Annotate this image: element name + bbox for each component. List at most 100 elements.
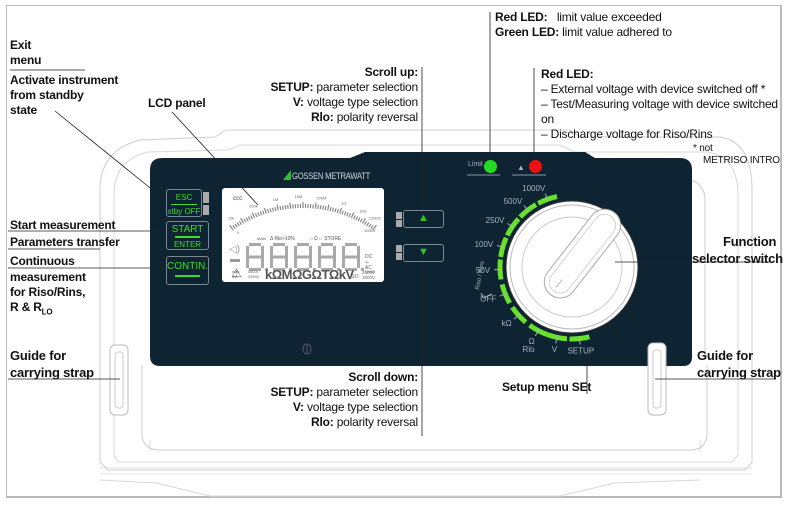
digit-segment	[321, 243, 333, 246]
scroll-down-button[interactable]: ▼	[403, 244, 444, 262]
scale-label: 10M	[295, 194, 303, 199]
scale-tick	[322, 205, 325, 210]
lcd-units: kΩMΩGΩTΩkV	[265, 267, 355, 282]
scale-label: 1G	[341, 200, 346, 205]
svg-text:Riso / Rins: Riso / Rins	[475, 261, 486, 291]
scale-tick	[361, 217, 366, 224]
digit-segment	[285, 257, 288, 268]
digit-segment	[297, 243, 309, 246]
scale-tick	[343, 211, 347, 216]
lcd-digits	[246, 243, 364, 271]
lower-panel-outline	[141, 365, 708, 451]
scale-tick	[370, 225, 374, 229]
digit-segment	[249, 255, 261, 259]
scale-tick	[336, 208, 340, 214]
button-divider	[171, 204, 197, 205]
scale-tick	[357, 217, 361, 222]
digit-segment	[333, 257, 336, 268]
digit-segment	[357, 257, 360, 268]
digit-segment	[273, 268, 285, 271]
scale-tick	[366, 222, 370, 227]
selector-position-label: 500V	[504, 197, 523, 206]
scale-tick	[364, 220, 368, 226]
warning-led-red	[529, 160, 542, 173]
brand-name: GOSSEN METRAWATT	[292, 171, 371, 181]
svg-text:1000V: 1000V	[362, 275, 375, 280]
scale-tick	[359, 218, 363, 223]
svg-text:Limit: Limit	[468, 161, 483, 168]
digit-segment	[285, 246, 288, 257]
selector-tick	[534, 328, 540, 337]
scale-tick	[229, 224, 234, 231]
scale-label: 100M	[316, 195, 326, 200]
label-start-measurement: Start measurement	[10, 218, 116, 232]
warning-icon: ⚠	[231, 266, 242, 280]
scale-label: 1000V	[364, 228, 376, 233]
selector-position-label: SETUP	[567, 347, 594, 356]
scale-label: 100k	[249, 204, 258, 209]
label-scroll-down: Scroll down: SETUP: parameter selection …	[270, 370, 418, 429]
scroll-up-button[interactable]: ▲	[403, 210, 444, 228]
selector-tick	[555, 335, 558, 344]
digit-segment	[297, 268, 309, 271]
strap-guide-left	[109, 344, 129, 416]
function-selector-knob[interactable]	[505, 200, 639, 334]
digit-segment	[318, 257, 321, 268]
svg-text:max: max	[232, 269, 240, 274]
digit-segment	[261, 246, 264, 257]
scale-tick	[245, 217, 249, 222]
esc-standby-button[interactable]: ESC stby OFF	[166, 189, 202, 217]
selector-position-label: 50V	[476, 266, 491, 275]
scale-tick	[240, 217, 245, 224]
selector-position-label: OFF	[480, 294, 496, 303]
contin-button[interactable]: CONTIN.	[166, 256, 209, 285]
contin-label: CONTIN.	[167, 261, 209, 272]
label-lcd-panel: LCD panel	[148, 96, 206, 110]
scale-tick	[324, 206, 327, 211]
digit-segment	[333, 246, 336, 257]
digit-segment	[342, 257, 345, 268]
svg-text:⇔Ω⇔ STORE: ⇔Ω⇔ STORE	[309, 236, 342, 242]
svg-text:DATA: DATA	[248, 269, 258, 274]
button-indicator-bar	[175, 275, 200, 277]
scale-tick	[263, 207, 267, 214]
scale-label: 1M	[273, 197, 279, 202]
scale-tick	[234, 223, 238, 228]
arrow-down-icon: ▼	[418, 246, 429, 258]
enter-label: ENTER	[173, 240, 202, 249]
decimal-point	[289, 268, 292, 271]
limit-led-green	[484, 160, 497, 173]
decimal-point	[313, 268, 316, 271]
digit-segment	[318, 246, 321, 257]
scale-tick	[279, 206, 282, 211]
scale-tick	[341, 210, 344, 215]
start-enter-button[interactable]: START ENTER	[166, 221, 209, 250]
svg-text:ISO: ISO	[350, 274, 359, 280]
decimal-point	[361, 268, 364, 271]
selector-position-label: Rlo	[523, 345, 536, 354]
scale-label: 1200G	[369, 215, 381, 220]
scale-tick	[372, 224, 377, 231]
digit-segment	[321, 255, 333, 259]
label-setup-menu: Setup menu SEt	[502, 380, 592, 394]
digit-segment	[294, 257, 297, 268]
scale-label: 0	[237, 230, 240, 235]
scale-tick	[281, 205, 284, 210]
scale-label: 10G	[359, 208, 367, 213]
svg-text:Δ Rlo>10%: Δ Rlo>10%	[270, 236, 295, 242]
housing-base	[99, 479, 701, 497]
brand-logo-icon	[283, 170, 291, 180]
selector-position-label: 250V	[486, 216, 505, 225]
scale-tick	[353, 215, 356, 220]
digit-segment	[345, 243, 357, 246]
label-warning-led: Red LED: – External voltage with device …	[541, 67, 778, 141]
svg-text:TRMS: TRMS	[365, 270, 376, 274]
scale-tick	[346, 212, 349, 217]
svg-text:DC: DC	[365, 254, 373, 260]
scale-tick	[259, 211, 263, 216]
